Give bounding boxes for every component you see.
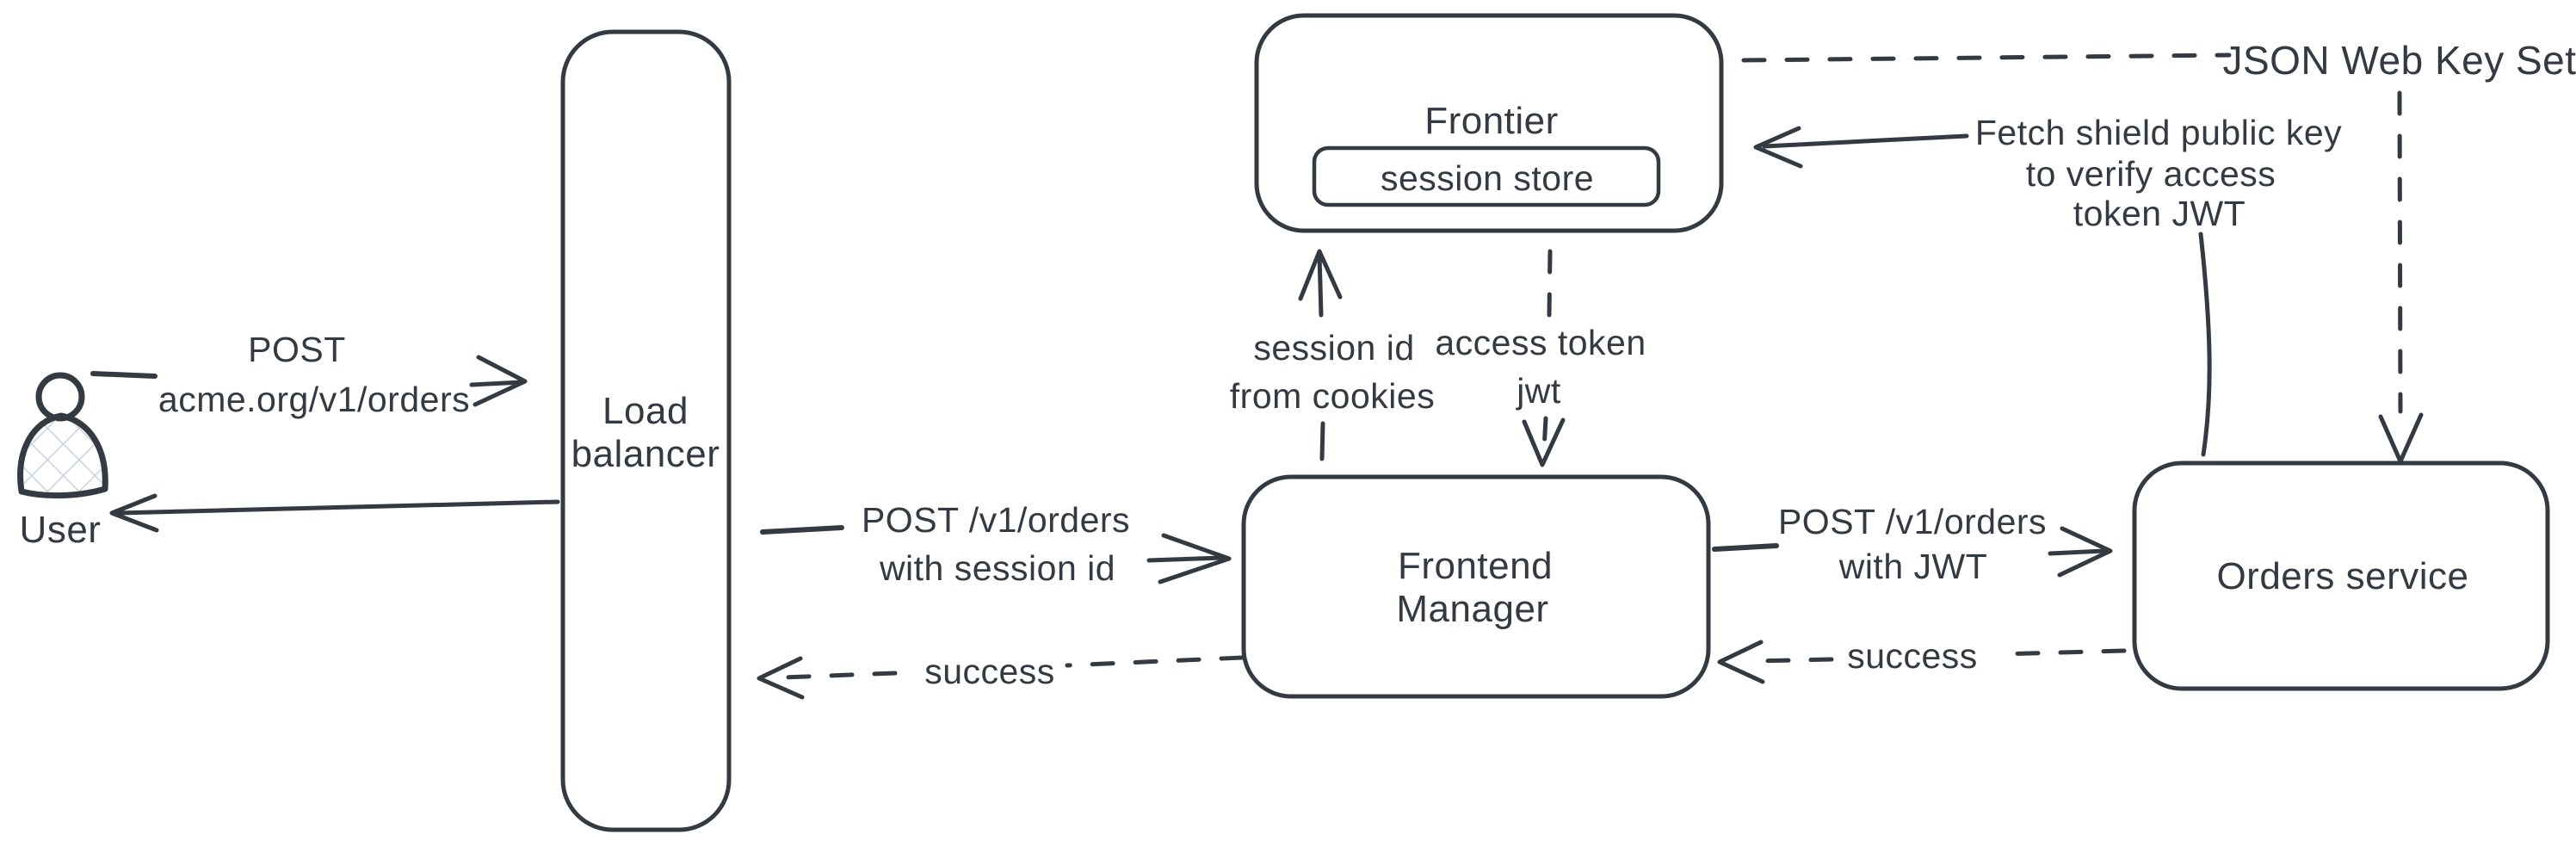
load-balancer-label-1: Load — [602, 390, 689, 432]
frontend-manager-label-1: Frontend — [1398, 545, 1553, 587]
flow-fm-to-orders-line-end — [2048, 548, 2108, 556]
orders-service-node: Orders service — [2132, 461, 2550, 691]
flow-user-to-lb-label-1: POST — [248, 330, 346, 369]
frontend-manager-node: Frontend Manager — [1241, 474, 1711, 699]
session-store-label: session store — [1381, 158, 1594, 198]
frontend-manager-box — [1241, 474, 1711, 699]
flow-frontier-to-fm-dashes-top — [1547, 249, 1553, 318]
jwks-connector: JSON Web Key Set — [1741, 38, 2576, 464]
flow-lb-to-fm-label-1: POST /v1/orders — [862, 500, 1130, 540]
user-icon — [35, 372, 85, 422]
flow-user-to-lb-line-start — [90, 371, 158, 379]
frontier-node: Frontier session store — [1254, 13, 1724, 233]
session-store-box — [1312, 145, 1661, 207]
flow-frontier-to-fm-label-2: jwt — [1516, 371, 1561, 411]
flow-fm-to-frontier-line-top — [1317, 252, 1324, 318]
flow-fm-to-frontier-arrowhead — [1298, 249, 1343, 301]
flow-lb-to-fm-arrowhead — [1158, 533, 1232, 584]
jwks-dashed-line-horizontal — [1741, 53, 2232, 63]
flow-orders-to-frontier-label-3: token JWT — [2073, 194, 2246, 233]
flow-fm-to-frontier-label-2: from cookies — [1230, 376, 1435, 416]
flow-orders-to-fm-dashes-right — [1994, 648, 2127, 657]
flow-fm-to-lb-label: success — [924, 652, 1055, 691]
frontend-manager-label-2: Manager — [1396, 588, 1548, 630]
flow-frontier-to-fm-dashes-bottom — [1541, 416, 1548, 452]
flow-fm-to-frontier: session id from cookies — [1230, 249, 1435, 461]
orders-service-box — [2132, 461, 2550, 691]
flow-lb-to-user-line — [116, 499, 560, 516]
user-actor: User — [17, 372, 108, 551]
flow-fm-to-orders-arrowhead — [2057, 526, 2113, 578]
flow-orders-to-fm-arrowhead — [1717, 640, 1765, 684]
flow-fm-to-lb-dashes-right — [1065, 655, 1245, 668]
flow-orders-to-frontier-line — [1762, 133, 1969, 149]
flow-lb-to-fm-line-end — [1146, 555, 1225, 563]
flow-fm-to-orders-label-1: POST /v1/orders — [1778, 502, 2047, 541]
flow-orders-to-fm-success: success — [1717, 636, 2127, 684]
flow-lb-to-fm: POST /v1/orders with session id — [760, 500, 1232, 588]
flow-fm-to-lb-success: success — [757, 652, 1245, 700]
user-icon-body — [17, 412, 108, 499]
flow-orders-to-fm-label: success — [1847, 636, 1978, 676]
flow-orders-to-fm-dashes-left — [1753, 657, 1834, 664]
flow-fm-to-lb-arrowhead — [757, 656, 805, 700]
flow-orders-to-frontier: Fetch shield public key to verify access… — [1753, 113, 2342, 457]
flow-orders-to-frontier-arrowhead — [1753, 126, 1803, 169]
flow-frontier-to-fm-label-1: access token — [1435, 323, 1646, 362]
flow-frontier-to-fm-arrowhead — [1522, 417, 1566, 467]
flow-user-to-lb-arrowhead — [473, 355, 528, 407]
flow-user-to-lb-label-2: acme.org/v1/orders — [158, 380, 470, 419]
load-balancer-box — [560, 29, 732, 832]
flow-lb-to-fm-line-start — [760, 525, 844, 535]
user-label: User — [20, 509, 102, 551]
flow-fm-to-orders-label-2: with JWT — [1838, 547, 1988, 586]
flow-user-to-lb-line-end — [469, 380, 524, 387]
flow-lb-to-fm-label-2: with session id — [879, 548, 1115, 588]
flow-fm-to-frontier-line-bottom — [1319, 421, 1325, 461]
flow-fm-to-orders-line-start — [1712, 543, 1779, 552]
flow-lb-to-user-arrowhead — [109, 493, 159, 533]
orders-service-label: Orders service — [2216, 555, 2468, 597]
load-balancer-node: Load balancer — [560, 29, 732, 832]
flow-fm-to-orders: POST /v1/orders with JWT — [1712, 502, 2113, 586]
jwks-label: JSON Web Key Set — [2222, 38, 2576, 83]
frontier-label: Frontier — [1424, 100, 1559, 142]
flow-lb-to-user — [109, 493, 560, 533]
load-balancer-label-2: balancer — [571, 433, 720, 475]
flow-fm-to-lb-dashes-left — [781, 671, 898, 680]
flow-frontier-to-fm: access token jwt — [1435, 249, 1646, 467]
flow-orders-to-frontier-label-1: Fetch shield public key — [1975, 113, 2342, 152]
jwks-arrowhead-down — [2378, 412, 2424, 464]
flow-orders-to-frontier-label-2: to verify access — [2026, 154, 2276, 194]
flow-orders-to-frontier-curve — [2198, 232, 2212, 457]
flow-user-to-lb: POST acme.org/v1/orders — [90, 330, 528, 419]
flow-fm-to-frontier-label-1: session id — [1253, 328, 1414, 368]
